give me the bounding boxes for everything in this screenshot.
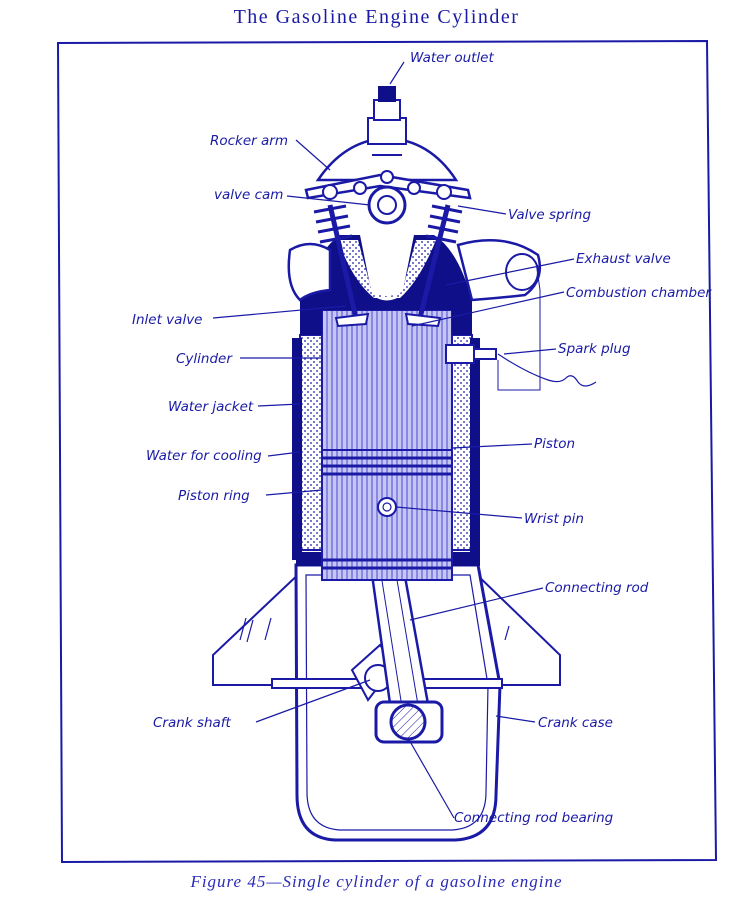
label-crank-shaft: Crank shaft — [153, 715, 232, 731]
diagram-title: The Gasoline Engine Cylinder — [233, 6, 520, 28]
label-connecting-rod: Connecting rod — [545, 580, 649, 596]
label-water-jacket: Water jacket — [168, 399, 254, 415]
inlet-valve-part — [313, 204, 370, 328]
figure-caption: Figure 45—Single cylinder of a gasoline … — [190, 872, 563, 891]
page-frame — [56, 39, 718, 864]
label-spark-plug: Spark plug — [558, 341, 631, 357]
label-piston: Piston — [534, 436, 575, 452]
label-water-for-cooling: Water for cooling — [146, 448, 262, 464]
piston-part — [321, 449, 453, 581]
label-rocker-arm: Rocker arm — [210, 133, 288, 149]
cylinder-bore — [321, 309, 453, 451]
label-wrist-pin: Wrist pin — [524, 511, 584, 527]
label-water-outlet: Water outlet — [410, 50, 494, 66]
label-cylinder: Cylinder — [176, 351, 233, 367]
spark-plug-part — [445, 261, 597, 391]
exhaust-valve-part — [404, 204, 463, 328]
label-valve-cam: valve cam — [214, 187, 283, 203]
label-connecting-rod-bearing: Connecting rod bearing — [454, 810, 614, 826]
label-valve-spring: Valve spring — [508, 207, 591, 223]
label-exhaust-valve: Exhaust valve — [576, 251, 671, 267]
connecting-rod-bearing-part — [374, 700, 444, 744]
label-inlet-valve: Inlet valve — [132, 312, 203, 328]
label-piston-ring: Piston ring — [178, 488, 250, 504]
label-crank-case: Crank case — [538, 715, 613, 731]
label-combustion-chamber: Combustion chamber — [566, 285, 712, 301]
water-outlet-part — [367, 86, 407, 156]
